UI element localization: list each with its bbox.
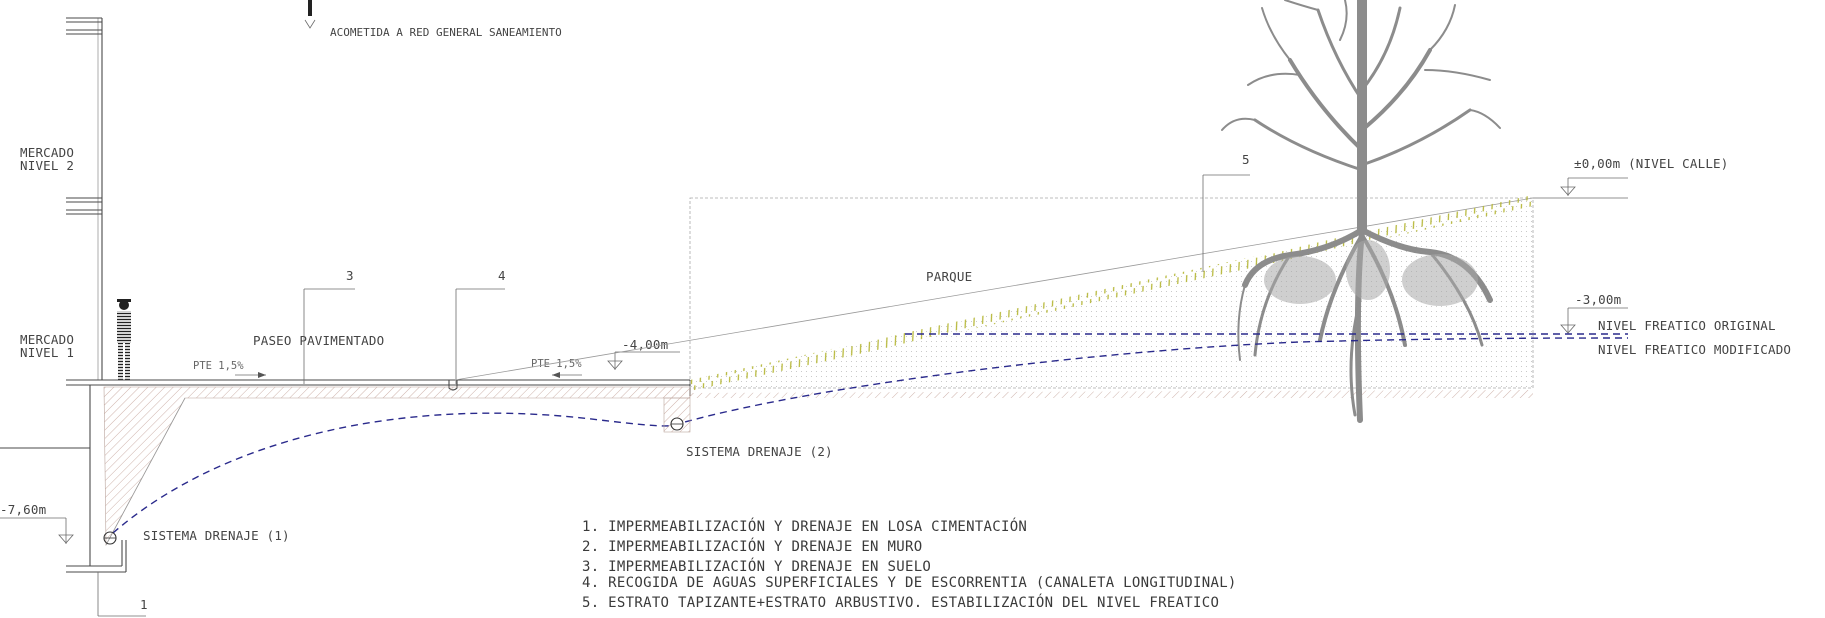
market-level1-label-line2: NIVEL 1 <box>20 345 74 360</box>
upper-slab-mark <box>66 17 102 35</box>
callout-4: 4 <box>498 268 506 283</box>
street-level-label: ±0,00m (NIVEL CALLE) <box>1574 156 1729 171</box>
callout-1: 1 <box>140 597 148 612</box>
level-minus4-label: -4,00m <box>622 337 668 352</box>
callout-3-leader <box>303 288 355 384</box>
park-label: PARQUE <box>926 269 972 284</box>
sewer-connection <box>304 0 316 29</box>
legend-item-3: 3. IMPERMEABILIZACIÓN Y DRENAJE EN SUELO <box>582 557 931 575</box>
level-marker-street <box>1560 177 1628 196</box>
drainage-system-2-label: SISTEMA DRENAJE (2) <box>686 444 833 459</box>
market-level2-label-line2: NIVEL 2 <box>20 158 74 173</box>
shrub-layer <box>690 195 1533 391</box>
middle-slab-mark <box>66 197 102 215</box>
callout-4-leader <box>455 288 505 384</box>
market-level2-label-line1: MERCADO <box>20 145 74 160</box>
drainage-pipe-2 <box>663 397 691 433</box>
sewer-connection-label: ACOMETIDA A RED GENERAL SANEAMIENTO <box>330 26 562 39</box>
paved-walk-label: PASEO PAVIMENTADO <box>253 333 384 348</box>
drainage-system-1-label: SISTEMA DRENAJE (1) <box>143 528 290 543</box>
level-marker-minus760 <box>0 517 74 544</box>
level-marker-minus4 <box>607 351 680 370</box>
original-water-table-label: NIVEL FREATICO ORIGINAL <box>1598 318 1776 333</box>
foundation-slab-hatch <box>103 386 691 547</box>
slope-left-label: PTE 1,5% <box>193 360 244 372</box>
callout-3: 3 <box>346 268 354 283</box>
root-masses <box>1264 240 1478 306</box>
legend: 1. IMPERMEABILIZACIÓN Y DRENAJE EN LOSA … <box>582 517 1237 611</box>
market-building <box>0 17 146 617</box>
legend-item-2: 2. IMPERMEABILIZACIÓN Y DRENAJE EN MURO <box>582 537 922 555</box>
paved-walk <box>102 379 691 547</box>
drainage-pipe-1 <box>103 531 117 545</box>
modified-water-table-label: NIVEL FREATICO MODIFICADO <box>1598 342 1791 357</box>
level-marker-minus3 <box>1560 307 1628 334</box>
callout-5-leader <box>1202 174 1250 272</box>
slope-arrow-right <box>552 372 582 378</box>
legend-item-1: 1. IMPERMEABILIZACIÓN Y DRENAJE EN LOSA … <box>582 517 1027 535</box>
modified-water-table <box>112 337 1629 534</box>
slope-arrow-left <box>235 372 266 378</box>
person-scale-figure <box>117 299 131 380</box>
market-level1-label-line1: MERCADO <box>20 332 74 347</box>
legend-item-4: 4. RECOGIDA DE AGUAS SUPERFICIALES Y DE … <box>582 575 1237 591</box>
level-minus760-label: -7,60m <box>0 502 46 517</box>
callout-5: 5 <box>1242 152 1250 167</box>
level-minus3-label: -3,00m <box>1575 292 1621 307</box>
legend-item-5: 5. ESTRATO TAPIZANTE+ESTRATO ARBUSTIVO. … <box>582 593 1219 611</box>
